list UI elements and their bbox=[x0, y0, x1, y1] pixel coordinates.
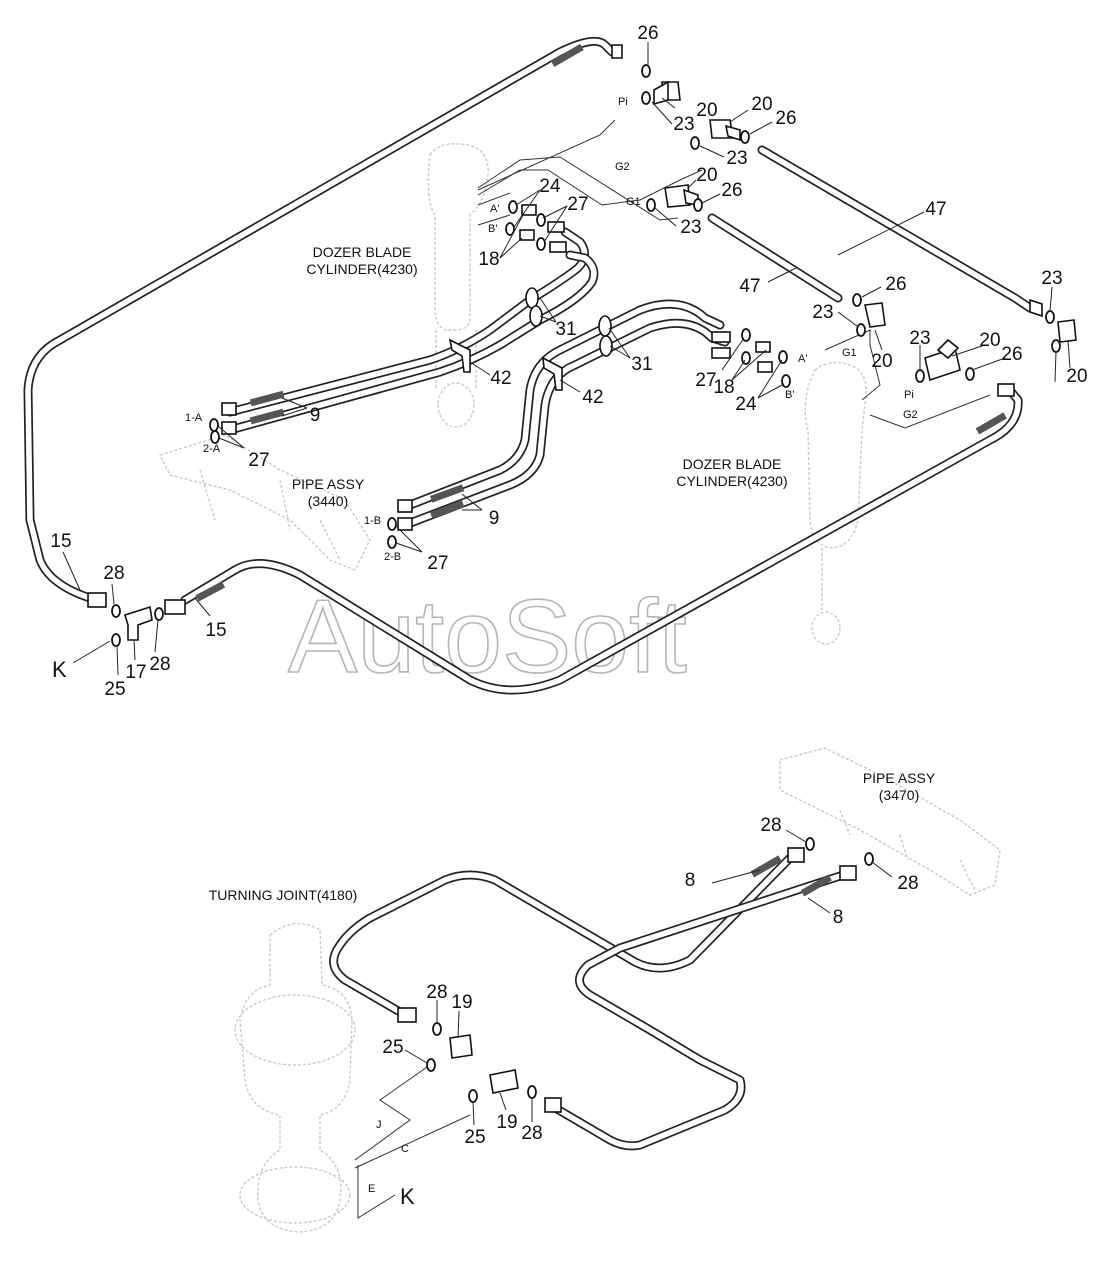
part-callout: 23 bbox=[1041, 268, 1062, 289]
turning-joint-outline bbox=[234, 922, 356, 1233]
part-callout: 28 bbox=[149, 654, 170, 675]
part-callout: 24 bbox=[735, 394, 757, 415]
port-e: E bbox=[368, 1183, 375, 1195]
dozer-cylinder-left-label-2: CYLINDER(4230) bbox=[306, 261, 417, 277]
part-callout: 28 bbox=[521, 1123, 542, 1144]
part-callout: 26 bbox=[1001, 344, 1022, 365]
port-1b: 1-B bbox=[364, 515, 381, 527]
dozer-cylinder-right-label-2: CYLINDER(4230) bbox=[676, 473, 787, 489]
part-callout: 9 bbox=[489, 508, 500, 529]
part-callouts: 26 20 23 20 26 23 20 26 23 24 27 18 47 4… bbox=[50, 23, 1087, 1148]
part-callout: 26 bbox=[885, 274, 906, 295]
part-callout: 20 bbox=[696, 165, 717, 186]
part-callout: 28 bbox=[760, 815, 781, 836]
part-callout: 27 bbox=[695, 370, 716, 391]
part-callout: 15 bbox=[205, 620, 226, 641]
part-callout: 47 bbox=[925, 199, 946, 220]
port-g2-right: G2 bbox=[903, 409, 918, 421]
part-callout: 23 bbox=[673, 114, 694, 135]
fittings bbox=[87, 44, 1077, 1113]
part-callout: 25 bbox=[382, 1037, 403, 1058]
part-callout: 20 bbox=[979, 330, 1000, 351]
component-labels: DOZER BLADE CYLINDER(4230) DOZER BLADE C… bbox=[209, 244, 936, 903]
part-callout: 27 bbox=[427, 553, 448, 574]
part-callout: 23 bbox=[726, 148, 747, 169]
part-callout: 26 bbox=[721, 180, 742, 201]
port-c: C bbox=[401, 1143, 409, 1155]
part-callout: 26 bbox=[775, 108, 796, 129]
port-a-prime-left: A' bbox=[490, 203, 499, 215]
pipe-assy-3470-outline bbox=[779, 747, 1001, 896]
part-callout: 25 bbox=[464, 1127, 485, 1148]
port-1a: 1-A bbox=[185, 412, 203, 424]
part-callout: 8 bbox=[685, 870, 696, 891]
pipe-assy-3440-label-1: PIPE ASSY bbox=[292, 476, 365, 492]
port-2b: 2-B bbox=[384, 551, 401, 563]
part-callout: 19 bbox=[496, 1112, 517, 1133]
part-callout: 15 bbox=[50, 531, 71, 552]
hoses bbox=[23, 36, 1035, 1151]
pipe-assy-3440-label-2: (3440) bbox=[308, 493, 348, 509]
port-pi-top: Pi bbox=[618, 96, 628, 108]
part-callout: 23 bbox=[812, 302, 833, 323]
port-a-prime-right: A' bbox=[798, 353, 807, 365]
pipe-assy-3440-outline bbox=[159, 434, 371, 571]
port-lines bbox=[354, 119, 991, 1219]
port-labels: Pi G2 G1 A' B' G1 Pi G2 A' B' 1-A 2-A 1-… bbox=[52, 96, 918, 1209]
part-callout: 42 bbox=[582, 387, 603, 408]
part-callout: 18 bbox=[713, 377, 734, 398]
port-2a: 2-A bbox=[203, 443, 221, 455]
part-callout: 47 bbox=[739, 276, 760, 297]
hose-ferrules bbox=[195, 43, 1007, 897]
port-b-prime-right: B' bbox=[785, 389, 794, 401]
part-callout: 24 bbox=[539, 176, 561, 197]
part-callout: 28 bbox=[426, 982, 447, 1003]
part-callout: 9 bbox=[310, 405, 321, 426]
turning-joint-label: TURNING JOINT(4180) bbox=[209, 887, 358, 903]
part-callout: 20 bbox=[696, 100, 717, 121]
hose-clamps bbox=[448, 287, 613, 391]
dozer-cylinder-right-label-1: DOZER BLADE bbox=[683, 456, 782, 472]
dozer-cylinder-left-outline bbox=[427, 143, 489, 428]
dozer-cylinder-left-label-1: DOZER BLADE bbox=[313, 244, 412, 260]
part-callout: 20 bbox=[751, 94, 772, 115]
part-callout: 23 bbox=[680, 217, 701, 238]
part-callout: 31 bbox=[631, 354, 652, 375]
leader-lines bbox=[62, 42, 1071, 1126]
port-g2-top: G2 bbox=[615, 161, 630, 173]
port-g1-right: G1 bbox=[842, 347, 857, 359]
pipe-assy-3470-label-2: (3470) bbox=[879, 787, 919, 803]
part-callout: 27 bbox=[567, 194, 588, 215]
watermark: AutoSoft bbox=[288, 579, 687, 695]
part-callout: 28 bbox=[897, 873, 918, 894]
dozer-cylinder-right-outline bbox=[804, 361, 867, 645]
part-callout: 23 bbox=[909, 328, 930, 349]
part-callout: 20 bbox=[1066, 366, 1087, 387]
part-callout: 18 bbox=[478, 249, 499, 270]
port-b-prime-left: B' bbox=[488, 223, 497, 235]
part-callout: 28 bbox=[103, 563, 124, 584]
part-callout: 17 bbox=[125, 662, 146, 683]
pipe-assy-3470-label-1: PIPE ASSY bbox=[863, 770, 936, 786]
part-callout: 27 bbox=[248, 450, 269, 471]
port-j: J bbox=[376, 1119, 382, 1131]
port-pi-right: Pi bbox=[904, 389, 914, 401]
port-k-bottom: K bbox=[400, 1184, 415, 1209]
part-callout: 8 bbox=[833, 907, 844, 928]
part-callout: 20 bbox=[871, 351, 892, 372]
port-k-top: K bbox=[52, 657, 67, 682]
part-callout: 19 bbox=[451, 992, 472, 1013]
part-callout: 31 bbox=[555, 319, 576, 340]
port-g1-top: G1 bbox=[626, 196, 641, 208]
part-callout: 26 bbox=[637, 23, 658, 44]
part-callout: 42 bbox=[490, 368, 511, 389]
part-callout: 25 bbox=[104, 679, 125, 700]
